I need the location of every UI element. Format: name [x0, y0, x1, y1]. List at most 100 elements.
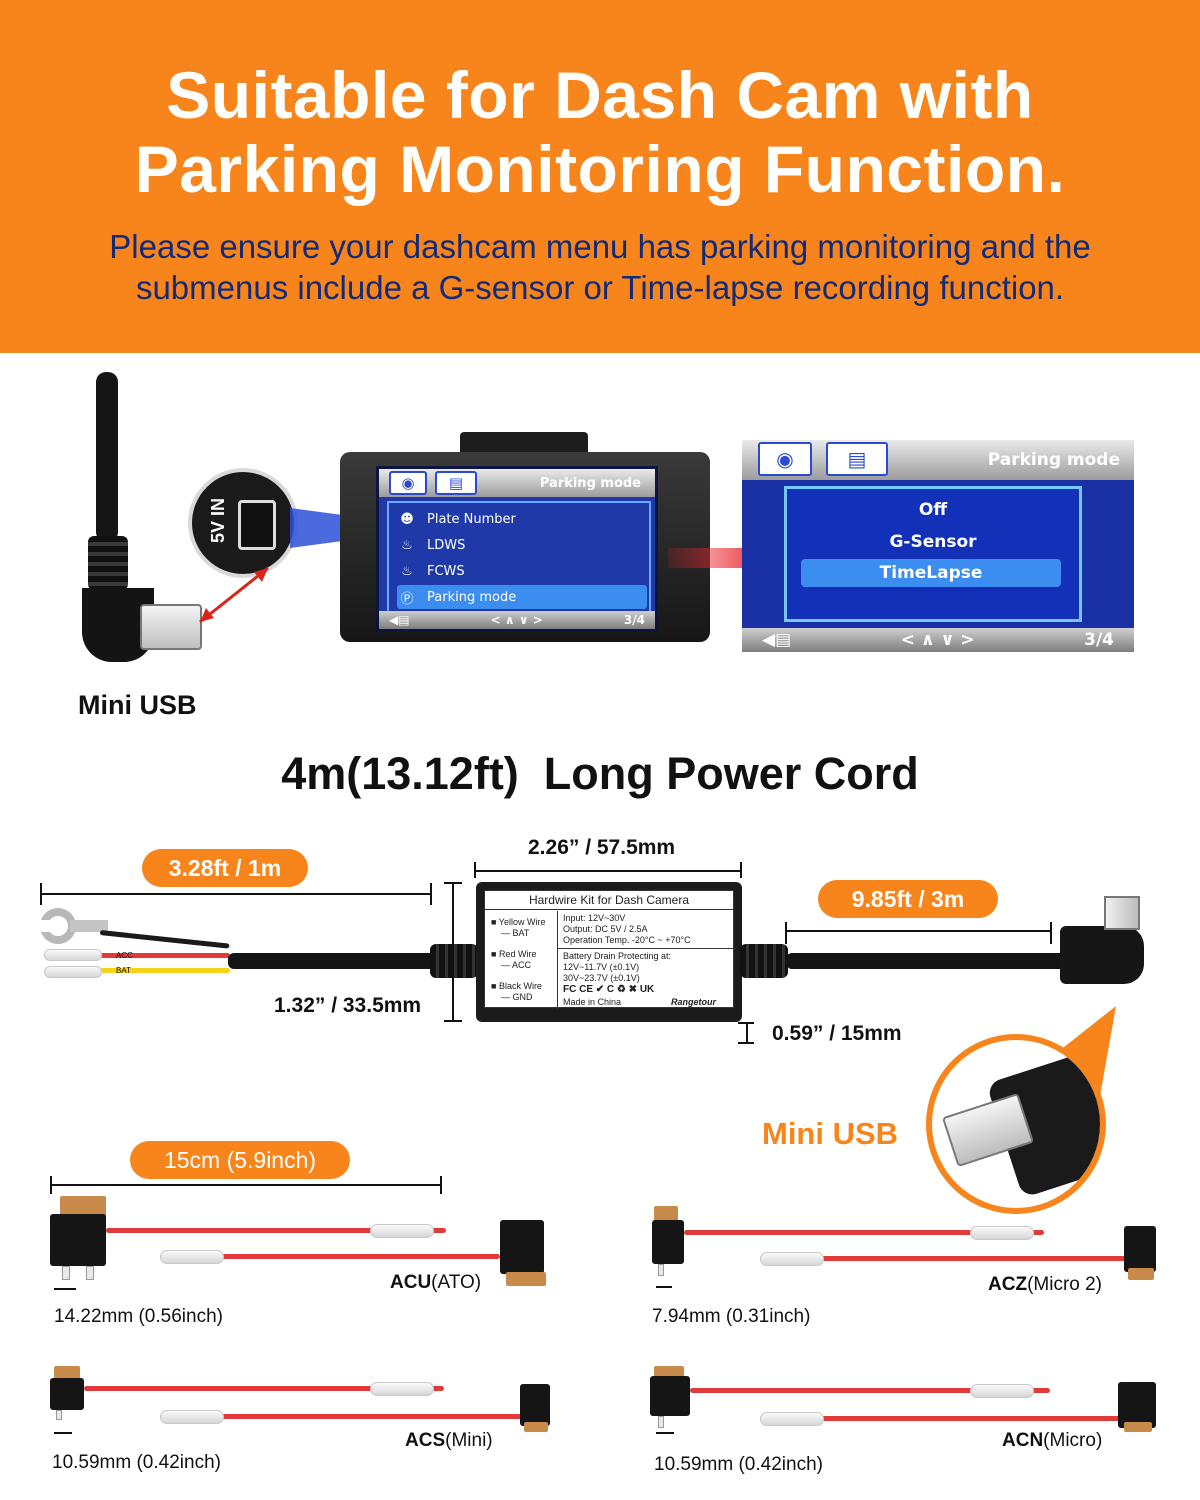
fuse-top: [524, 1422, 548, 1432]
spec-temp: Operation Temp. -20°C ~ +70°C: [563, 935, 691, 945]
tap-length-line: [50, 1184, 440, 1186]
tap-size-marker: [54, 1432, 72, 1434]
menu-item-label: Parking mode: [427, 589, 517, 605]
tap-wire-bottom: [760, 1256, 1130, 1261]
box-width-line: [474, 870, 740, 872]
fuse-top: [506, 1272, 546, 1286]
module-title: Hardwire Kit for Dash Camera: [485, 893, 733, 910]
headline-line-2: Parking Monitoring Function.: [134, 132, 1066, 206]
output-length-line: [785, 930, 1050, 932]
tap-wire-top: [106, 1228, 446, 1233]
zoom-cone: [290, 508, 350, 548]
tap-wire-bottom: [160, 1254, 500, 1259]
header-banner: Suitable for Dash Cam with Parking Monit…: [0, 0, 1200, 353]
tap-size-marker: [656, 1286, 672, 1288]
subheadline: Please ensure your dashcam menu has park…: [30, 226, 1170, 308]
fuse-leg: [62, 1266, 70, 1280]
cord-length-title: 4m(13.12ft) Long Power Cord: [281, 748, 919, 799]
option-timelapse[interactable]: TimeLapse: [801, 559, 1061, 587]
mini-usb-label: Mini USB: [78, 690, 197, 720]
back-icon[interactable]: ◀▤: [389, 613, 410, 627]
made-in: Made in China: [563, 997, 622, 1007]
tap-length-tick-left: [50, 1176, 52, 1194]
option-g-sensor[interactable]: G-Sensor: [889, 532, 977, 552]
wire-legend-gnd: — GND: [501, 992, 533, 1002]
tap-acn-name: ACN(Micro): [1002, 1430, 1103, 1451]
box-depth-label: 0.59” / 15mm: [772, 1022, 902, 1045]
bullet-terminal: [370, 1224, 434, 1238]
settings-tab-icon[interactable]: ▤: [435, 471, 477, 495]
screen-tab-bar: ◉ ▤ Parking mode: [742, 440, 1134, 480]
menu-item-ldws[interactable]: ♨ LDWS: [397, 533, 643, 557]
input-length-tick-right: [430, 883, 432, 905]
battery-protect-12v: 12V~11.7V (±0.1V): [563, 962, 640, 972]
spec-output: Output: DC 5V / 2.5A: [563, 924, 648, 934]
mini-usb-zoom-circle: [926, 1034, 1106, 1214]
page-indicator: 3/4: [623, 613, 645, 627]
certification-marks: FC CE ✔ C ♻ ✖ UK: [563, 984, 655, 995]
module-label: Hardwire Kit for Dash Camera ■ Yellow Wi…: [484, 890, 735, 1009]
fuse-leg: [56, 1410, 62, 1420]
pointer-arrow-icon: [199, 566, 269, 624]
brand-logo: Rangetour: [671, 997, 716, 1007]
nav-arrows[interactable]: < ∧ ∨ >: [490, 613, 543, 627]
output-cable: [786, 953, 1076, 969]
box-height-tick-top: [444, 882, 462, 884]
spec-input: Input: 12V~30V: [563, 913, 626, 923]
tap-acz-name: ACZ(Micro 2): [988, 1274, 1103, 1295]
wire-legend-black: ■ Black Wire: [491, 981, 542, 991]
option-off[interactable]: Off: [918, 500, 948, 520]
video-tab-icon[interactable]: ◉: [389, 471, 427, 495]
fuse-holder-right: [1118, 1382, 1156, 1428]
fuse-top: [1124, 1422, 1152, 1432]
tap-wire-bottom: [160, 1414, 530, 1419]
output-plug-tip: [1104, 896, 1140, 930]
dashcam-screen-submenu: ◉ ▤ Parking mode Off G-Sensor TimeLapse …: [742, 440, 1134, 652]
fuse-holder: [50, 1214, 106, 1266]
box-depth-tick-top: [738, 1022, 754, 1024]
tap-acs-size: 10.59mm (0.42inch): [52, 1452, 221, 1473]
box-width-tick-right: [740, 862, 742, 878]
red-acc-wire: [100, 953, 230, 958]
fuse-tap-acu: [40, 1196, 560, 1296]
input-length-tick-left: [40, 883, 42, 905]
parking-mode-options-popup: Off G-Sensor TimeLapse: [784, 486, 1082, 622]
ldws-icon: ♨: [401, 537, 413, 553]
bullet-terminal: [970, 1384, 1034, 1398]
dashcam-screen-menu: ◉ ▤ Parking mode ☻ Plate Number ♨ LDWS ♨…: [376, 466, 658, 632]
fuse-holder: [650, 1376, 690, 1416]
input-cable: [228, 953, 438, 969]
nav-arrows[interactable]: < ∧ ∨ >: [900, 630, 975, 650]
tap-wire-top: [690, 1388, 1050, 1393]
tap-length-tick-right: [440, 1176, 442, 1194]
menu-item-parking-mode[interactable]: Ⓟ Parking mode: [397, 585, 647, 609]
bullet-terminal: [370, 1382, 434, 1396]
tap-size-marker: [54, 1288, 76, 1290]
subheadline-line-1: Please ensure your dashcam menu has park…: [109, 228, 1091, 265]
page-indicator: 3/4: [1084, 630, 1114, 650]
menu-item-plate-number[interactable]: ☻ Plate Number: [397, 507, 643, 531]
yellow-bat-wire: [100, 968, 230, 973]
menu-item-label: Plate Number: [427, 511, 516, 527]
menu-item-fcws[interactable]: ♨ FCWS: [397, 559, 643, 583]
screen-submenu-title: Parking mode: [987, 450, 1120, 470]
tap-acs-name: ACS(Mini): [405, 1430, 493, 1451]
fuse-top: [1128, 1268, 1154, 1280]
back-icon[interactable]: ◀▤: [762, 630, 792, 650]
fuse-top: [60, 1196, 106, 1218]
input-cable-grip: [430, 944, 478, 978]
output-plug-body: [1060, 926, 1144, 984]
ground-wire: [99, 930, 230, 949]
settings-tab-icon[interactable]: ▤: [826, 442, 888, 476]
fuse-leg: [658, 1416, 664, 1428]
tap-acu-name: ACU(ATO): [390, 1272, 482, 1293]
output-cable-grip: [740, 944, 788, 978]
fuse-leg: [86, 1266, 94, 1280]
video-tab-icon[interactable]: ◉: [758, 442, 812, 476]
acc-tag: ACC: [116, 951, 133, 960]
parking-icon: Ⓟ: [400, 591, 414, 607]
tap-size-marker: [656, 1432, 674, 1434]
screen-footer: ◀▤ < ∧ ∨ > 3/4: [379, 611, 655, 629]
output-length-tick-right: [1050, 922, 1052, 944]
